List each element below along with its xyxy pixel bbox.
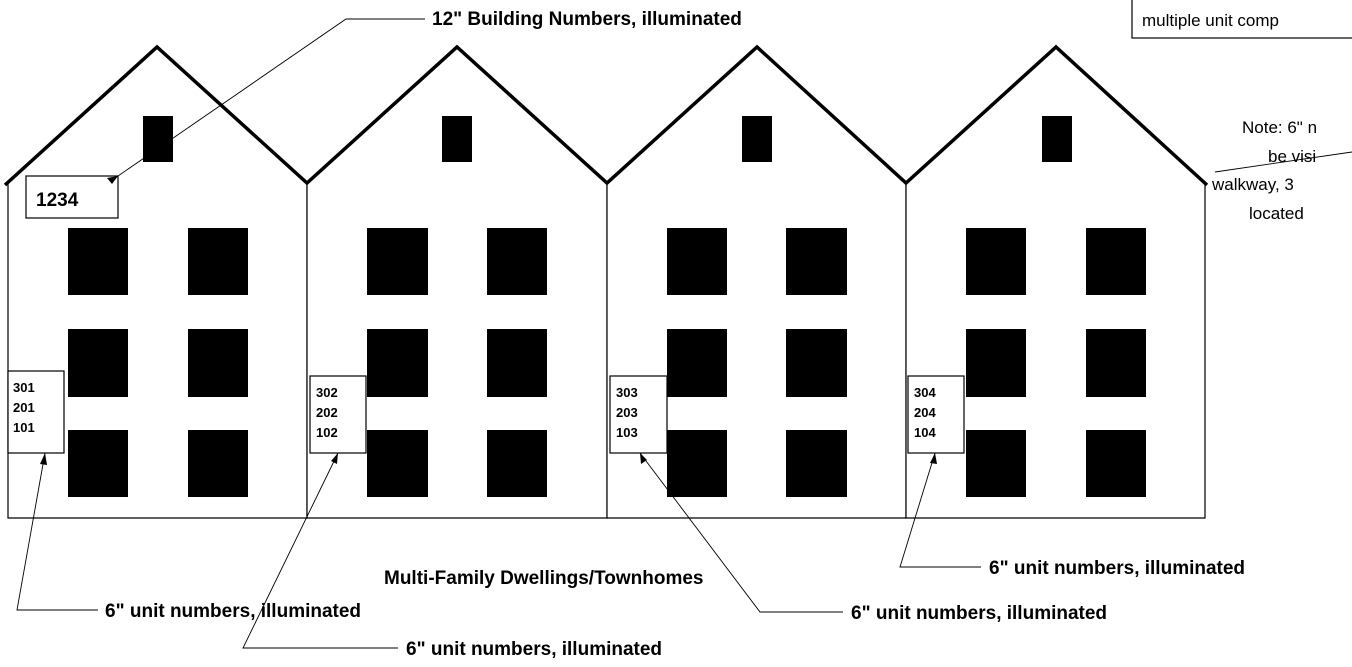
window [68,228,128,295]
unit-number: 103 [616,425,638,440]
window [1086,430,1146,497]
note-line: be visi [1268,147,1316,166]
unit-number-box-3 [609,375,668,454]
note: Note: 6" n be visi walkway, 3 located [1211,118,1317,223]
unit-leader-2 [242,452,398,649]
building-number: 1234 [36,190,79,211]
note-line: Note: 6" n [1242,118,1317,137]
unit-leader-3 [639,452,843,613]
attic-vent [742,116,772,162]
window [966,329,1026,397]
window [1086,228,1146,295]
leader-lines [16,18,1352,649]
arrowhead [331,453,338,464]
window [367,329,428,397]
unit-number: 204 [914,405,936,420]
unit-number: 201 [13,400,35,415]
diagram-caption: Multi-Family Dwellings/Townhomes [384,568,704,589]
unit-number-box-2 [309,375,367,454]
window [786,329,847,397]
roof-line [3,44,1209,187]
attic-vent [442,116,472,162]
building-outlines [7,46,1206,519]
unit-number: 303 [616,385,638,400]
arrowhead [107,176,118,184]
arrowhead [640,453,647,464]
window [786,430,847,497]
unit-number: 202 [316,405,338,420]
attic-vents [143,116,1072,162]
window [487,228,547,295]
window [367,228,428,295]
window [487,430,547,497]
unit-number-box-1 [7,370,65,454]
attic-vent [143,116,173,162]
unit-number: 101 [13,420,35,435]
building-number-leader [117,18,425,177]
unit-number: 301 [13,380,35,395]
unit-number-label-2: 6" unit numbers, illuminated [406,639,662,660]
unit-leader-4 [899,452,981,568]
top-right-box-text: multiple unit comp [1142,11,1279,30]
unit-number: 304 [914,385,936,400]
note-line: walkway, 3 [1211,175,1294,194]
window [68,430,128,497]
note-leader [1214,151,1352,173]
window [188,329,248,397]
window [188,228,248,295]
top-right-box [1131,0,1352,39]
unit-number-box-4 [907,375,965,454]
arrowhead [40,453,47,465]
unit-number: 302 [316,385,338,400]
unit-number: 203 [616,405,638,420]
unit-leader-1 [16,452,98,611]
window [786,228,847,295]
window [667,329,727,397]
arrowheads [40,176,937,465]
unit-number-label-3: 6" unit numbers, illuminated [851,603,1107,624]
window [667,228,727,295]
window [966,228,1026,295]
attic-vent [1042,116,1072,162]
unit-number: 104 [914,425,936,440]
unit-number-boxes: 301 201 101 302 202 102 303 203 103 304 … [7,370,965,454]
window [188,430,248,497]
unit-number: 102 [316,425,338,440]
window [367,430,428,497]
window [68,329,128,397]
arrowhead [930,453,937,464]
note-line: located [1249,204,1304,223]
window [966,430,1026,497]
windows [68,228,1146,497]
building-number-box [25,175,119,219]
building-number-label: 12" Building Numbers, illuminated [432,9,742,30]
window [487,329,547,397]
window [667,430,727,497]
window [1086,329,1146,397]
unit-number-label-1: 6" unit numbers, illuminated [105,601,361,622]
unit-number-label-4: 6" unit numbers, illuminated [989,558,1245,579]
